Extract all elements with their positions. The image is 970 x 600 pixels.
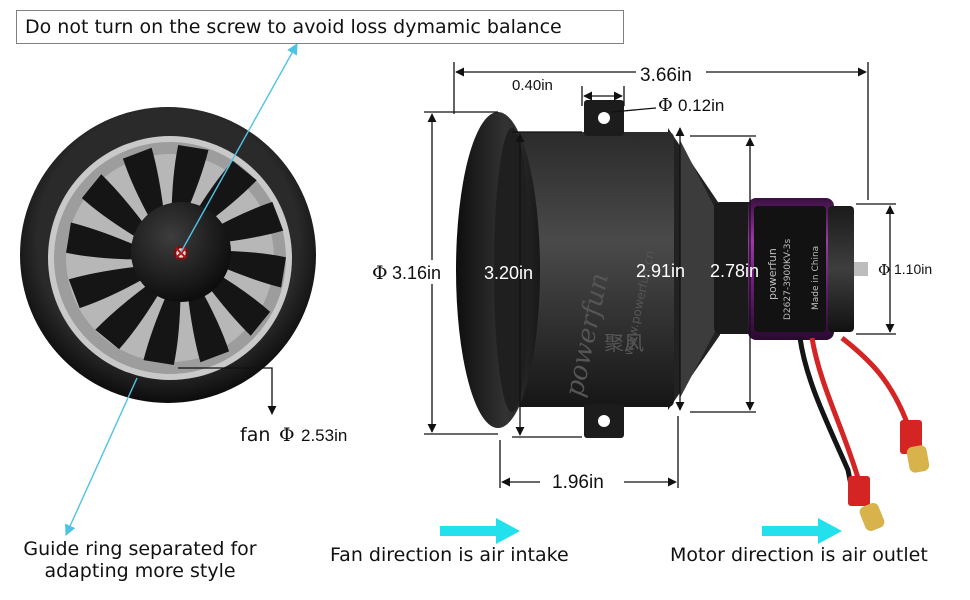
rotor-blade [187, 285, 230, 363]
rotor-blade [68, 266, 146, 309]
svg-text:Φ: Φ [279, 424, 295, 446]
motor-shaft [854, 262, 868, 276]
outlet-diameter-label: 2.78in [710, 261, 759, 281]
svg-text:fan: fan [240, 424, 270, 446]
svg-text:1.10in: 1.10in [894, 261, 932, 277]
rotor-blade [171, 145, 209, 218]
motor-mount-ring [714, 202, 754, 334]
rotor-blade [122, 147, 165, 225]
motor-brand-text: powerfun [766, 248, 779, 300]
rotor-blade [81, 174, 149, 241]
fan-direction-caption: Fan direction is air intake [330, 544, 569, 566]
wire-black [797, 337, 857, 501]
duct-body [514, 132, 674, 407]
connector-gold-2 [906, 445, 930, 473]
wire-red-1 [809, 337, 861, 479]
edf-side-view [456, 100, 930, 531]
fan-direction-arrow-icon [440, 518, 520, 544]
fan-front-view [20, 107, 316, 403]
motor-direction-arrow-icon [762, 518, 842, 544]
rotor-blade [203, 269, 271, 336]
svg-text:0.12in: 0.12in [678, 96, 724, 115]
svg-text:3.16in: 3.16in [392, 263, 441, 283]
motor-bell [828, 206, 854, 332]
inner-diameter-label: 2.91in [636, 261, 685, 281]
fan-diameter-leader [178, 367, 277, 415]
rotor-blade [213, 250, 286, 288]
duct-length-label: 1.96in [552, 472, 604, 493]
svg-text:Φ: Φ [372, 262, 388, 284]
mount-offset-label: 0.40in [512, 77, 553, 94]
rotor-blade [143, 292, 181, 365]
svg-text:Φ: Φ [658, 95, 673, 116]
wire-red-2 [840, 336, 915, 441]
svg-text:2.53in: 2.53in [301, 426, 347, 445]
fan-diameter-label: fan Φ 2.53in [240, 424, 347, 446]
guide-ring-caption-line-2: adapting more style [44, 560, 236, 582]
outer-diameter-label: Φ 3.16in [372, 262, 441, 284]
connector-1 [848, 476, 870, 506]
rotor-blade [95, 282, 162, 350]
screw-pointer-arrow [180, 43, 298, 253]
duct-brand-cn-text: 聚风 [604, 331, 644, 355]
motor-origin-text: Made in China [811, 246, 821, 310]
rotor-blades [66, 145, 286, 365]
motor-direction-caption: Motor direction is air outlet [670, 544, 928, 566]
connector-gold-1 [859, 503, 885, 531]
guide-ring-pointer-arrow [65, 377, 138, 537]
motor-model-text: D2627-3900KV-3s [783, 239, 793, 320]
duct-diameter-label: 3.20in [484, 263, 533, 283]
svg-text:Φ: Φ [878, 261, 890, 279]
connector-2 [900, 420, 922, 454]
motor-diameter-label: Φ 1.10in [878, 261, 932, 279]
guide-ring-caption: Guide ring separated for adapting more s… [12, 538, 268, 582]
guide-ring-caption-line-1: Guide ring separated for [23, 538, 257, 560]
screw-warning-note: Do not turn on the screw to avoid loss d… [16, 10, 624, 44]
total-length-label: 3.66in [640, 65, 692, 86]
rotor-blade [66, 222, 139, 260]
hole-diameter-label: Φ 0.12in [658, 95, 724, 116]
hole-leader [611, 107, 657, 113]
